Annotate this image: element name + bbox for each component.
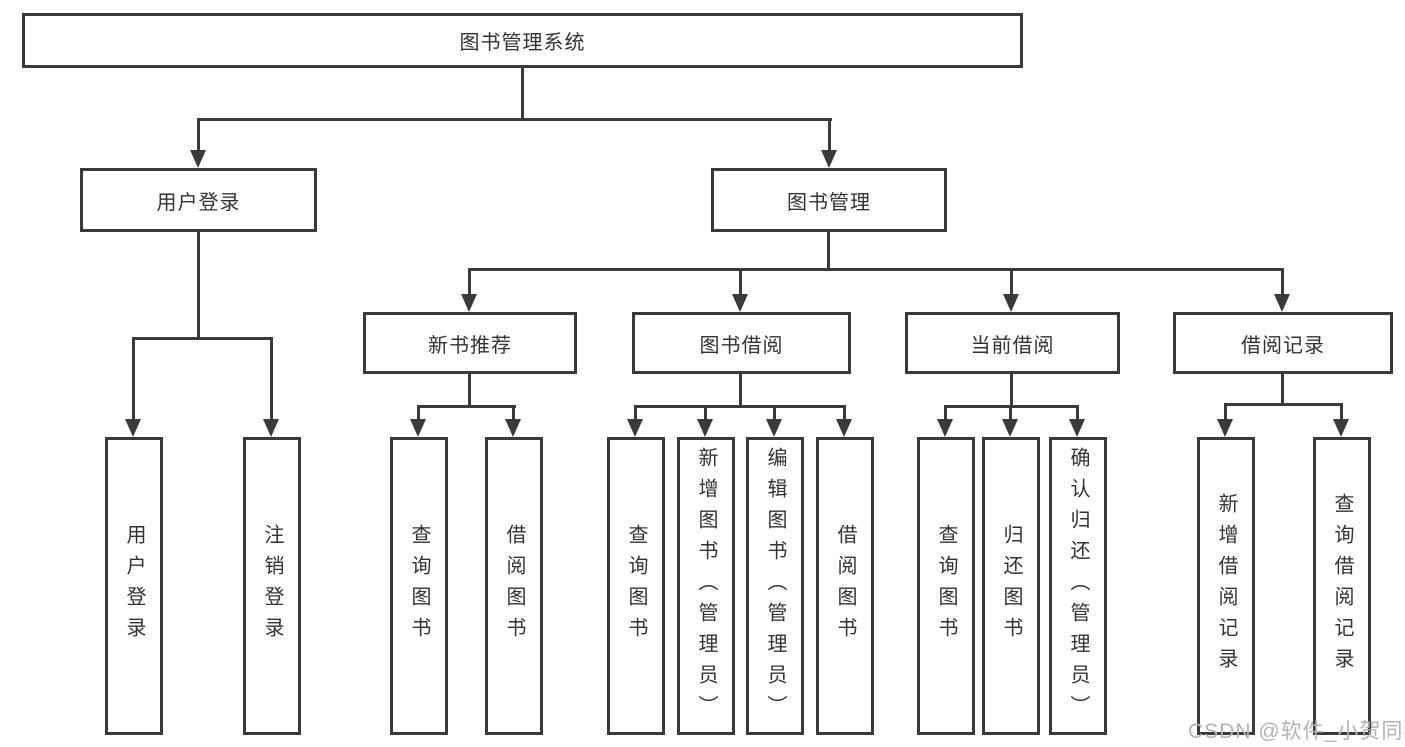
connector-line [634,405,845,408]
connector-line [843,405,846,423]
leaf-add-books-admin-label: 新增图书（管理员） [695,446,717,726]
arrow-down-icon [1333,419,1349,437]
connector-line [828,118,831,153]
connector-line [270,337,273,423]
leaf-query-books-recommend-label: 查询图书 [408,524,430,648]
watermark: CSDN @软件_小贺同学 [1188,720,1405,743]
arrow-down-icon [1274,294,1290,312]
node-new-book-recommend: 新书推荐 [363,312,577,374]
node-book-management: 图书管理 [711,168,947,232]
connector-line [197,232,200,340]
leaf-query-borrow-record-label: 查询借阅记录 [1331,493,1353,679]
arrow-down-icon [836,419,852,437]
connector-line [1076,405,1079,423]
node-book-management-label: 图书管理 [787,191,871,214]
connector-line [468,374,471,408]
node-borrow-records-label: 借阅记录 [1241,334,1325,357]
leaf-edit-books-admin: 编辑图书（管理员） [746,437,804,735]
connector-line [1010,374,1013,408]
leaf-borrow-books-label: 借阅图书 [834,524,856,648]
connector-line [1010,268,1013,300]
node-current-borrow: 当前借阅 [905,312,1120,374]
arrow-down-icon [1217,419,1233,437]
connector-line [634,405,637,423]
connector-line [468,268,471,300]
connector-line [417,405,516,408]
node-root-label: 图书管理系统 [459,32,586,54]
node-new-book-recommend-label: 新书推荐 [428,334,512,357]
arrow-down-icon [263,419,279,437]
arrow-down-icon [505,419,521,437]
connector-line [704,405,707,423]
leaf-return-books-label: 归还图书 [1000,524,1022,648]
node-user-login: 用户登录 [80,168,317,232]
connector-line [417,405,420,423]
arrow-down-icon [937,419,953,437]
arrow-down-icon [125,419,141,437]
connector-line [944,405,947,423]
arrow-down-icon [766,419,782,437]
leaf-borrow-books-recommend: 借阅图书 [485,437,543,735]
connector-line [1281,268,1284,300]
leaf-logout-label: 注销登录 [261,524,283,648]
arrow-down-icon [627,419,643,437]
leaf-confirm-return-admin: 确认归还（管理员） [1049,437,1107,735]
leaf-return-books: 归还图书 [982,437,1040,735]
connector-line [512,405,515,423]
node-borrow-records: 借阅记录 [1173,312,1393,374]
leaf-query-books-borrow: 查询图书 [607,437,665,735]
node-user-login-label: 用户登录 [156,191,241,214]
node-current-borrow-label: 当前借阅 [970,334,1055,357]
connector-line [739,374,742,408]
connector-line [1224,403,1343,406]
leaf-logout: 注销登录 [243,437,301,735]
arrow-down-icon [732,294,748,312]
connector-line [773,405,776,423]
connector-line [1224,403,1227,423]
connector-line [197,118,200,153]
connector-line [1009,405,1012,423]
leaf-query-books-borrow-label: 查询图书 [625,524,647,648]
leaf-borrow-books-recommend-label: 借阅图书 [503,524,525,648]
node-book-borrow-label: 图书借阅 [699,334,784,357]
connector-line [827,232,830,271]
node-book-borrow: 图书借阅 [632,312,851,374]
leaf-query-books-recommend: 查询图书 [390,437,448,735]
arrow-down-icon [461,294,477,312]
connector-line [198,118,832,121]
connector-line [739,268,742,300]
node-root: 图书管理系统 [22,13,1023,68]
leaf-user-login-label: 用户登录 [123,524,145,648]
connector-line [132,337,135,423]
arrow-down-icon [1069,419,1085,437]
leaf-query-borrow-record: 查询借阅记录 [1313,437,1371,735]
leaf-add-borrow-record-label: 新增借阅记录 [1215,493,1237,679]
arrow-down-icon [190,150,206,168]
leaf-edit-books-admin-label: 编辑图书（管理员） [764,446,786,726]
leaf-confirm-return-admin-label: 确认归还（管理员） [1067,446,1089,726]
leaf-query-books-current: 查询图书 [917,437,975,735]
connector-line [468,268,1284,271]
leaf-query-books-current-label: 查询图书 [935,524,957,648]
arrow-down-icon [697,419,713,437]
arrow-down-icon [1002,419,1018,437]
leaf-add-books-admin: 新增图书（管理员） [677,437,735,735]
connector-line [1340,403,1343,423]
arrow-down-icon [821,150,837,168]
leaf-add-borrow-record: 新增借阅记录 [1197,437,1255,735]
leaf-user-login: 用户登录 [105,437,163,735]
arrow-down-icon [410,419,426,437]
connector-line [521,68,524,121]
arrow-down-icon [1003,294,1019,312]
leaf-borrow-books: 借阅图书 [816,437,874,735]
connector-line [1281,374,1284,406]
connector-line [132,337,273,340]
